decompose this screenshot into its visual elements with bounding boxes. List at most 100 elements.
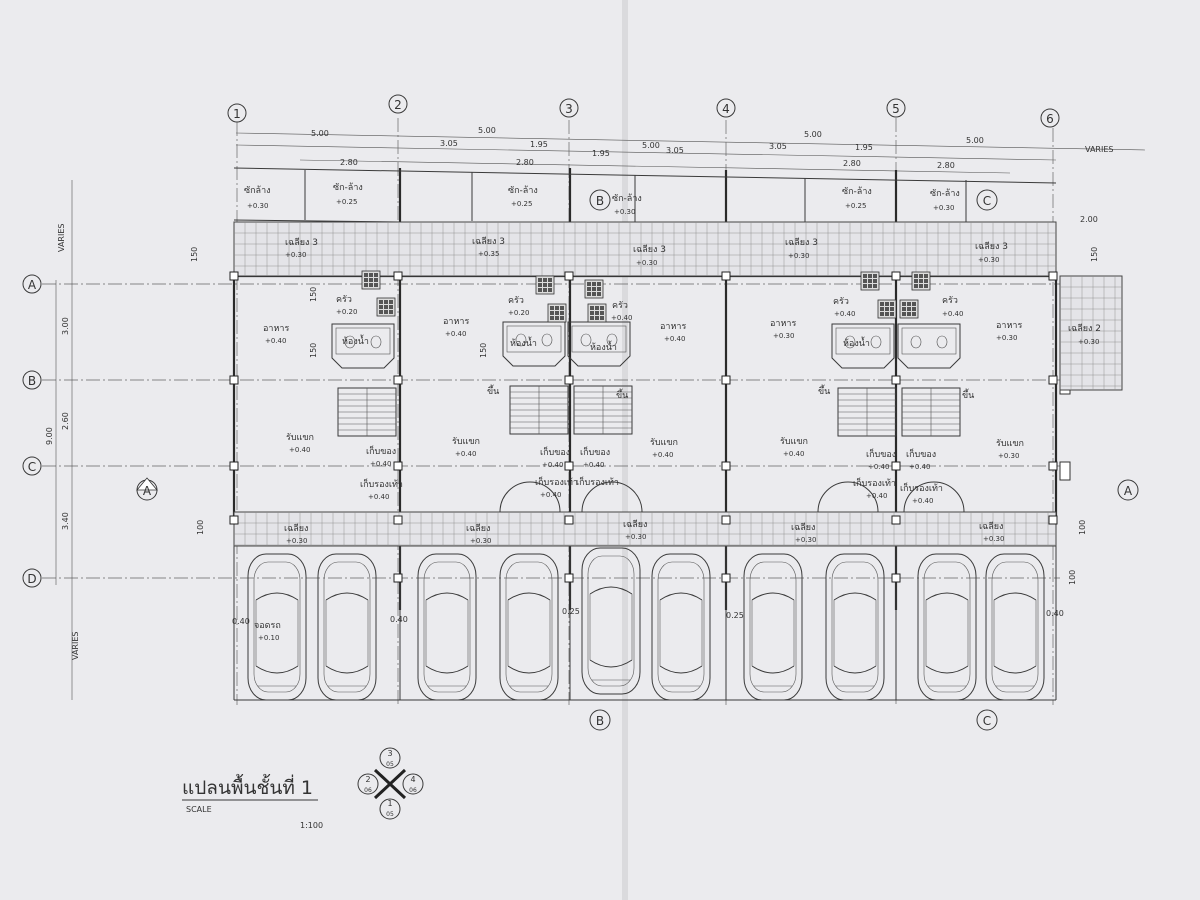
grid-bubble-d: D — [22, 568, 42, 588]
level-dining-5: +0.30 — [996, 334, 1017, 342]
column-post — [891, 375, 901, 385]
label-dining-3: อาหาร — [660, 322, 686, 332]
level-drying-2: +0.25 — [336, 198, 357, 206]
column-post — [393, 515, 403, 525]
level-terrace-2: +0.30 — [470, 537, 491, 545]
label-drying-5: ซัก-ล้าง — [842, 186, 872, 197]
label-living-2: รับแขก — [452, 437, 480, 447]
dim-small-8: 100 — [1068, 570, 1077, 585]
stove-5 — [911, 271, 931, 291]
dim-left-varies-top: VARIES — [57, 224, 66, 252]
level-storage-4: +0.40 — [868, 463, 889, 471]
level-drying-4: +0.30 — [614, 208, 635, 216]
label-shoes-2: เก็บรองเท้า — [535, 475, 578, 488]
sink-1 — [376, 297, 396, 317]
stair-1 — [337, 387, 397, 437]
level-shoes-1: +0.40 — [368, 493, 389, 501]
level-dining-1: +0.40 — [265, 337, 286, 345]
stove-3 — [584, 279, 604, 299]
column-post — [229, 375, 239, 385]
column-post — [229, 271, 239, 281]
level-storage-1: +0.40 — [370, 460, 391, 468]
bathroom-3 — [567, 321, 631, 367]
column-post — [393, 375, 403, 385]
level-storage-3: +0.40 — [583, 461, 604, 469]
grid-bubble-3: 3 — [559, 98, 579, 118]
dim-top-span-2: 5.00 — [478, 126, 496, 135]
label-bath-2: ห้องน้ำ — [510, 336, 537, 349]
label-bath-1: ห้องน้ำ — [342, 334, 369, 347]
grid-bubble-1: 1 — [227, 103, 247, 123]
parked-car — [317, 553, 377, 701]
svg-text:A: A — [28, 278, 37, 292]
grid-bubble-c: C — [22, 456, 42, 476]
door-arc-1 — [499, 481, 561, 513]
parked-car — [825, 553, 885, 701]
label-shoes-5: เก็บรองเท้า — [900, 481, 943, 494]
label-kitchen-1: ครัว — [336, 295, 352, 305]
stair-4 — [837, 387, 897, 437]
label-bath-3: ห้องน้ำ — [590, 340, 617, 353]
level-terrace-1: +0.30 — [286, 537, 307, 545]
label-dining-2: อาหาร — [443, 317, 469, 327]
column-post — [891, 461, 901, 471]
key-left: 2 — [365, 775, 370, 784]
level-storage-2: +0.40 — [542, 461, 563, 469]
label-bath-4: ห้องน้ำ — [843, 336, 870, 349]
stove-1 — [361, 270, 381, 290]
parked-car — [247, 553, 307, 701]
key-right: 4 — [410, 775, 415, 784]
level-terrace3-1: +0.30 — [285, 251, 306, 259]
label-terrace2: เฉลียง 2 — [1068, 323, 1101, 334]
dim-sub-span-3: 1.95 — [592, 149, 610, 158]
column-post — [1048, 375, 1058, 385]
key-top-sub: 05 — [386, 761, 394, 768]
label-storage-5: เก็บของ — [906, 447, 936, 460]
key-top: 3 — [387, 749, 392, 758]
column-post — [229, 515, 239, 525]
terrace-band-top — [233, 221, 1057, 277]
column-post — [393, 461, 403, 471]
label-terrace-4: เฉลียง — [791, 522, 815, 533]
label-terrace3-4: เฉลียง 3 — [785, 237, 818, 248]
dim-sub-span-5: 3.05 — [769, 142, 787, 151]
key-bottom-sub: 05 — [386, 811, 394, 818]
section-mark-a-right: A — [1117, 479, 1139, 501]
key-bottom: 1 — [387, 799, 392, 808]
label-terrace-3: เฉลียง — [623, 519, 647, 530]
label-up-3: ขึ้น — [818, 384, 830, 397]
dim-bottom-1: 0.40 — [232, 617, 250, 626]
level-shoes-5: +0.40 — [912, 497, 933, 505]
dim-bottom-4: 0.25 — [726, 611, 744, 620]
door-arc-3 — [903, 481, 965, 513]
level-terrace3-4: +0.30 — [788, 252, 809, 260]
column-post — [393, 573, 403, 583]
left-dimensions: VARIES 3.00 2.60 3.40 VARIES 9.00 150 15… — [45, 180, 1099, 700]
level-terrace-4: +0.30 — [795, 536, 816, 544]
svg-text:B: B — [28, 374, 36, 388]
svg-text:C: C — [28, 460, 36, 474]
svg-text:B: B — [596, 714, 604, 728]
key-right-sub: 06 — [409, 787, 417, 794]
stair-2 — [509, 385, 569, 435]
parked-car — [581, 547, 641, 695]
top-dimensions: 5.00 5.00 5.00 5.00 5.00 VARIES 3.05 1.9… — [235, 126, 1146, 224]
parked-car — [499, 553, 559, 701]
level-living-2: +0.40 — [455, 450, 476, 458]
dim-top-span-5: 5.00 — [966, 136, 984, 145]
stair-3 — [573, 385, 633, 435]
dim-top-span-6: VARIES — [1085, 145, 1113, 154]
dim-left-varies-bottom: VARIES — [71, 632, 80, 660]
level-terrace3-5: +0.30 — [978, 256, 999, 264]
bathroom-4 — [831, 323, 895, 369]
svg-text:C: C — [983, 714, 991, 728]
scale-value: 1:100 — [300, 821, 323, 830]
label-kitchen-2: ครัว — [508, 296, 524, 306]
label-living-1: รับแขก — [286, 433, 314, 443]
terrace-band-front — [233, 511, 1057, 547]
elevation-key: 3 05 2 06 4 06 1 05 — [357, 747, 424, 820]
label-kitchen-5: ครัว — [942, 296, 958, 306]
grid-bubble-5: 5 — [886, 98, 906, 118]
room-labels: ซักล้าง +0.30 ซัก-ล้าง +0.25 ซัก-ล้าง +0… — [244, 182, 1101, 642]
